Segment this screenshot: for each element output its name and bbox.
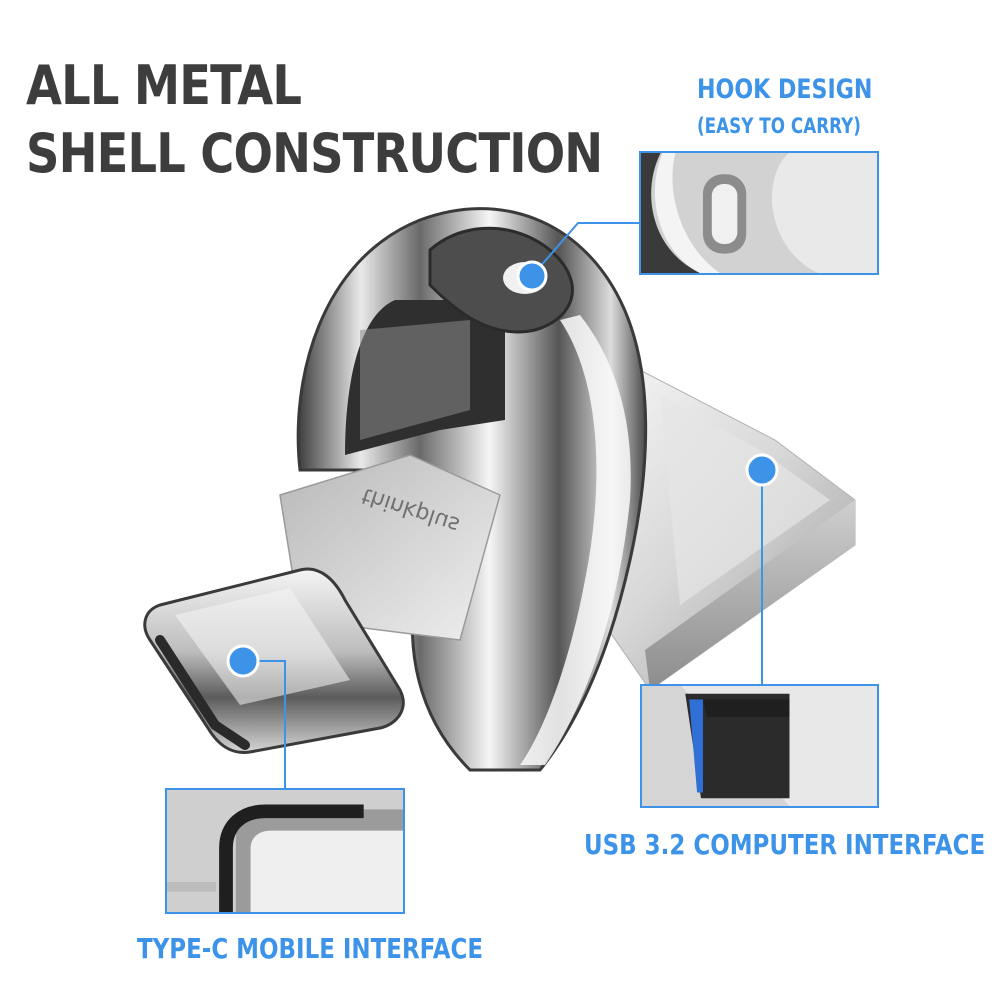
usb-detail-image [642,686,877,806]
hook-callout-line [531,222,641,277]
headline-line-1: ALL METAL [26,54,302,117]
typec-detail-inset [165,788,405,914]
typec-detail-image [167,790,403,912]
headline-line-2: SHELL CONSTRUCTION [26,122,603,185]
usb-detail-inset [640,684,879,808]
drive-body: thinkplus [279,207,648,772]
hook-design-title: HOOK DESIGN [697,74,873,105]
headline: ALL METAL SHELL CONSTRUCTION [26,52,603,188]
typec-interface-label: TYPE-C MOBILE INTERFACE [137,932,484,965]
hook-design-subtitle: (EASY TO CARRY) [697,114,861,138]
hook-detail-image [641,153,877,273]
usb-callout-dot [745,453,779,487]
callout-dots [226,260,779,678]
typec-callout-dot [226,644,260,678]
hook-detail-inset [639,151,879,275]
hook-callout-dot [516,260,548,292]
usb-interface-label: USB 3.2 COMPUTER INTERFACE [584,828,986,861]
